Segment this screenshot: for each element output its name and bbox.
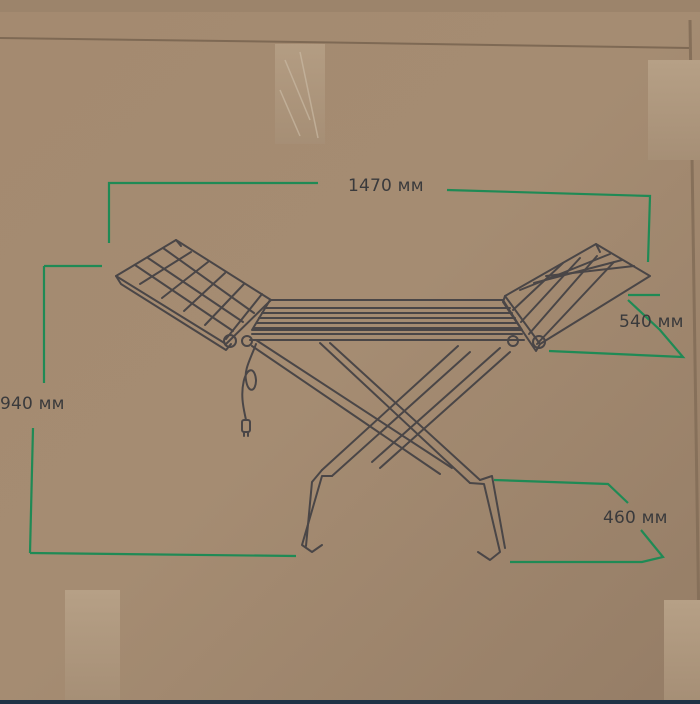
top-flap-edge bbox=[0, 0, 700, 12]
wing-dimension-label: 540 мм bbox=[619, 312, 684, 332]
width-dimension-label: 1470 мм bbox=[348, 176, 424, 196]
drying-rack-drawing bbox=[115, 239, 651, 561]
dimension-lines bbox=[28, 181, 686, 564]
tape-strips bbox=[65, 44, 700, 700]
height-dimension-label: 940 мм bbox=[0, 394, 65, 414]
depth-dimension-label: 460 мм bbox=[603, 508, 668, 528]
flap-seam bbox=[0, 37, 691, 49]
